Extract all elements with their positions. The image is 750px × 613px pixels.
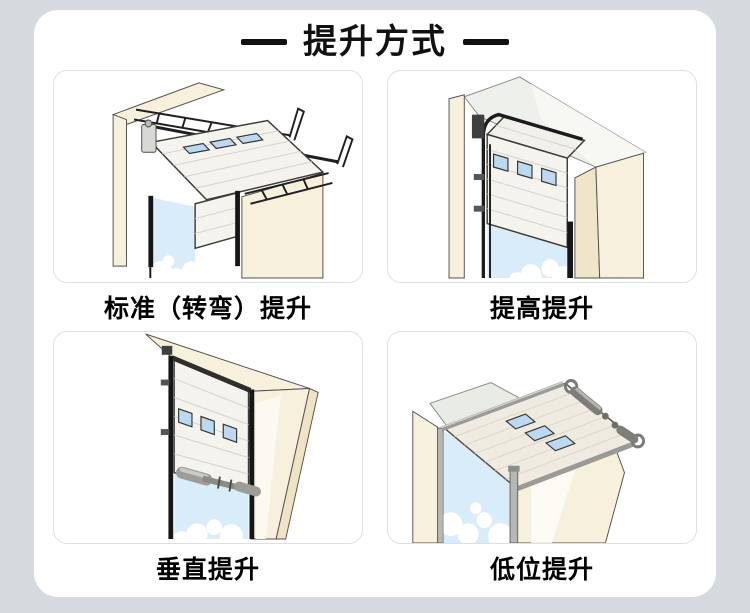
title-dash-right: [463, 39, 509, 45]
low-headroom-lift-illustration: [412, 379, 645, 543]
method-card-high: [387, 70, 697, 283]
method-cell-low: 低位提升: [387, 331, 697, 592]
section-title: 提升方式: [303, 23, 447, 61]
standard-bend-lift-illustration: [112, 82, 354, 279]
method-caption-low: 低位提升: [489, 556, 594, 584]
vertical-lift-illustration: [145, 333, 319, 540]
method-card-low: [387, 331, 697, 544]
methods-grid: 标准（转弯）提升: [34, 70, 716, 592]
method-cell-high: 提高提升: [387, 70, 697, 331]
method-cell-vertical: 垂直提升: [53, 331, 363, 592]
method-card-vertical: [53, 331, 363, 544]
section-header: 提升方式: [34, 10, 716, 70]
method-caption-standard: 标准（转弯）提升: [103, 295, 312, 323]
lift-methods-section: 提升方式: [34, 10, 716, 597]
high-lift-illustration: [448, 76, 647, 279]
title-dash-left: [241, 39, 287, 45]
method-caption-high: 提高提升: [489, 295, 594, 323]
method-card-standard: [53, 70, 363, 283]
method-cell-standard: 标准（转弯）提升: [53, 70, 363, 331]
method-caption-vertical: 垂直提升: [155, 556, 260, 584]
